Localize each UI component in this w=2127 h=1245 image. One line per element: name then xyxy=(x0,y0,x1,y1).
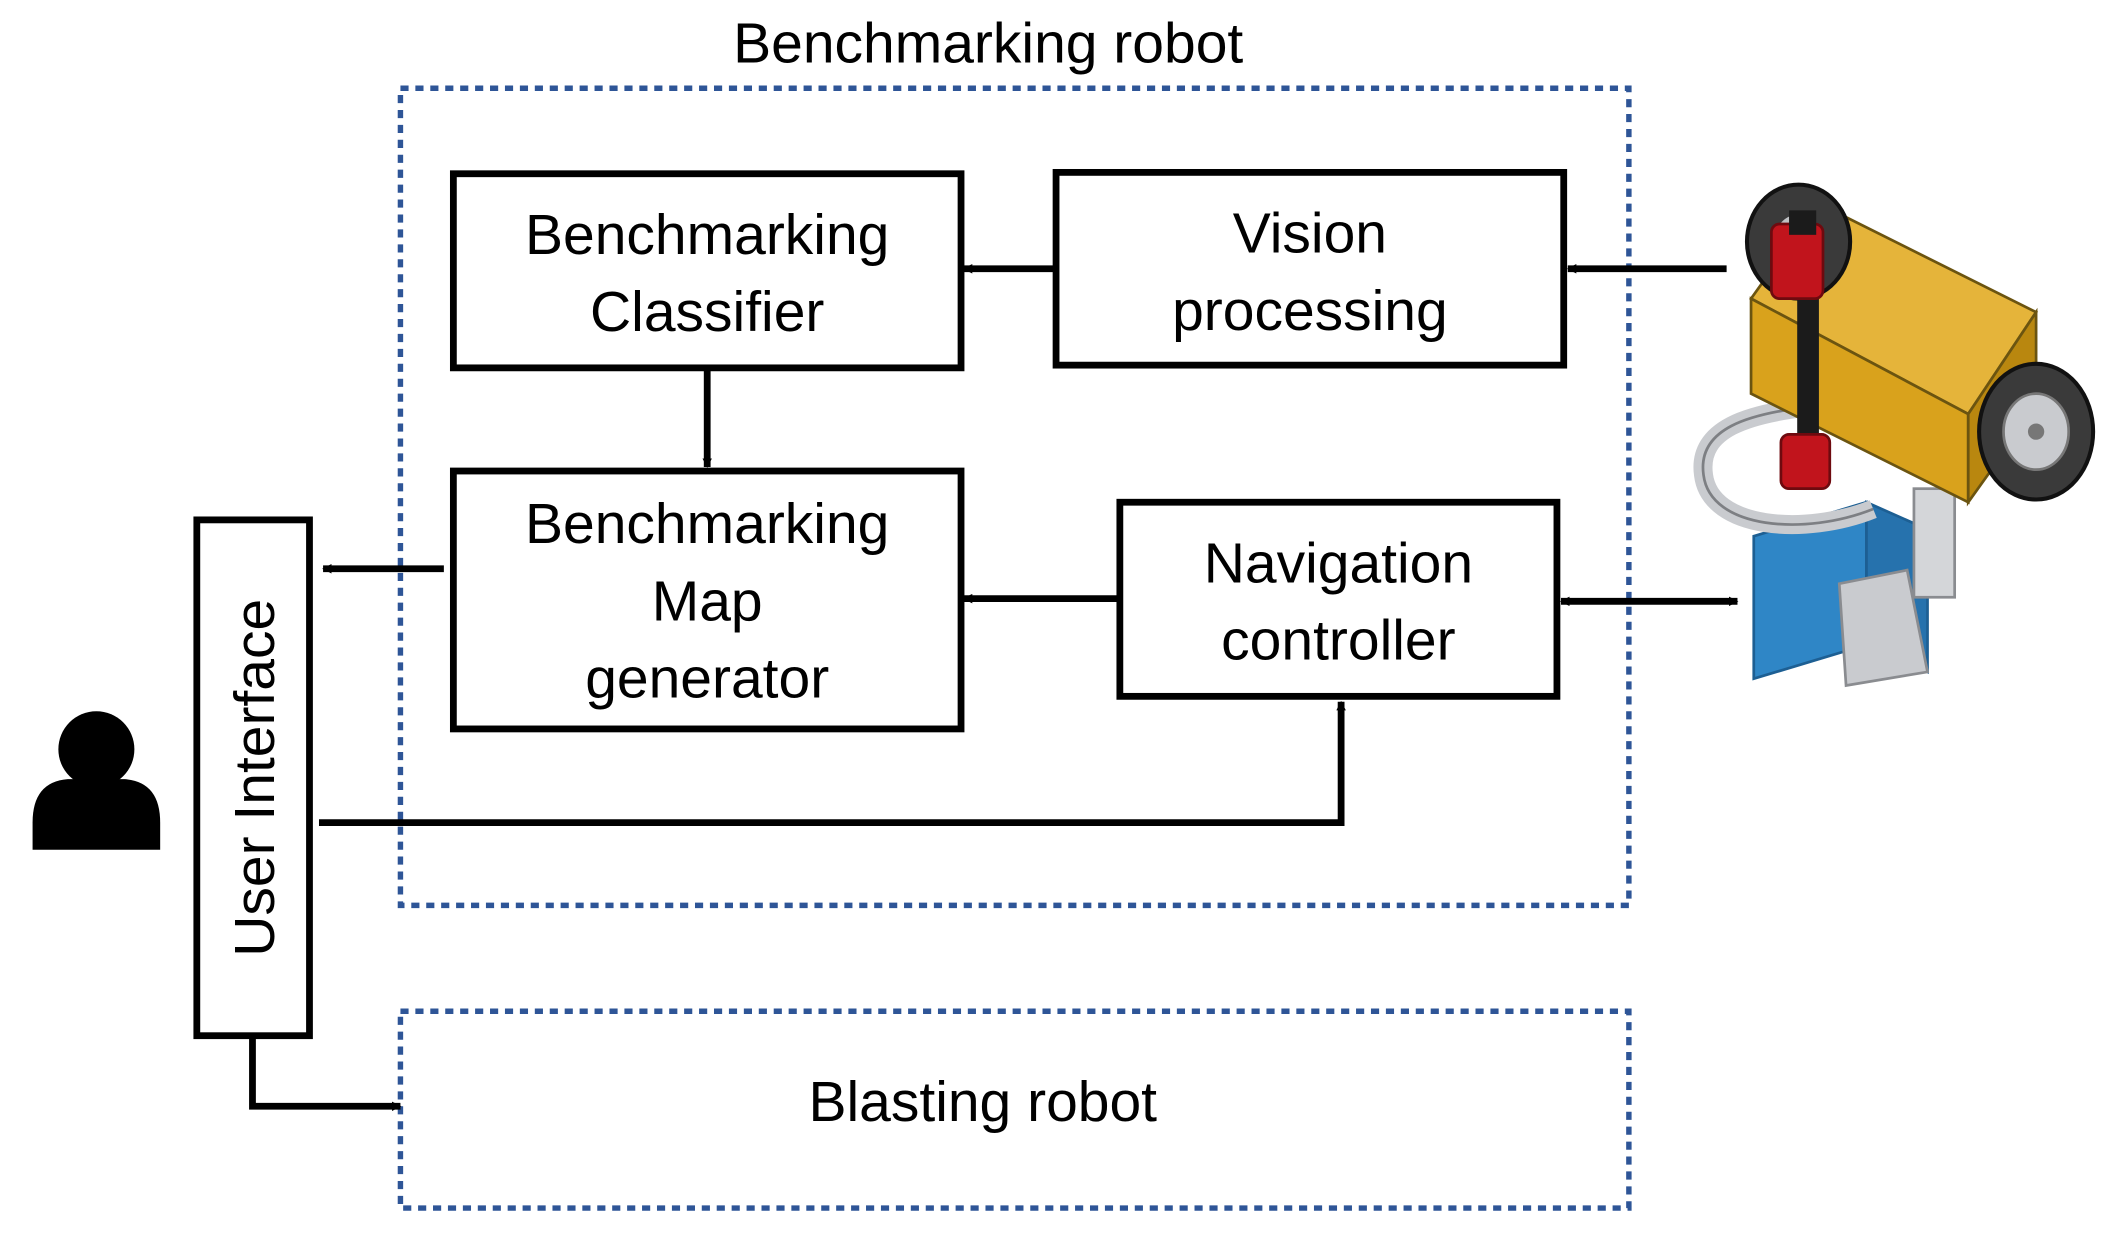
arrow-ui-to-nav xyxy=(318,700,1346,826)
classifier-label-line1: Benchmarking xyxy=(525,203,889,267)
nav-label-line1: Navigation xyxy=(1204,531,1473,595)
classifier-label-line2: Classifier xyxy=(590,280,824,344)
classifier-block: Benchmarking Classifier xyxy=(449,170,965,372)
vision-label-line1: Vision xyxy=(1233,201,1387,265)
map-label-line2: Map xyxy=(652,569,763,633)
navigation-controller-block: Navigation controller xyxy=(1116,498,1561,700)
user-interface-block: User Interface xyxy=(193,516,313,1040)
user-icon xyxy=(32,711,161,850)
map-generator-block: Benchmarking Map generator xyxy=(449,467,965,733)
arrow-ui-to-blasting xyxy=(249,1038,402,1112)
user-interface-label: User Interface xyxy=(223,599,287,957)
map-label-line1: Benchmarking xyxy=(525,492,889,556)
map-label-line3: generator xyxy=(585,647,829,711)
benchmarking-robot-title: Benchmarking robot xyxy=(733,11,1243,75)
vision-processing-block: Vision processing xyxy=(1052,168,1568,369)
nav-label-line2: controller xyxy=(1221,609,1455,673)
blasting-robot-label: Blasting robot xyxy=(808,1070,1157,1134)
vision-label-line2: processing xyxy=(1172,279,1448,343)
benchmarking-robot-container xyxy=(397,85,1632,909)
robot-illustration xyxy=(1693,182,2096,688)
